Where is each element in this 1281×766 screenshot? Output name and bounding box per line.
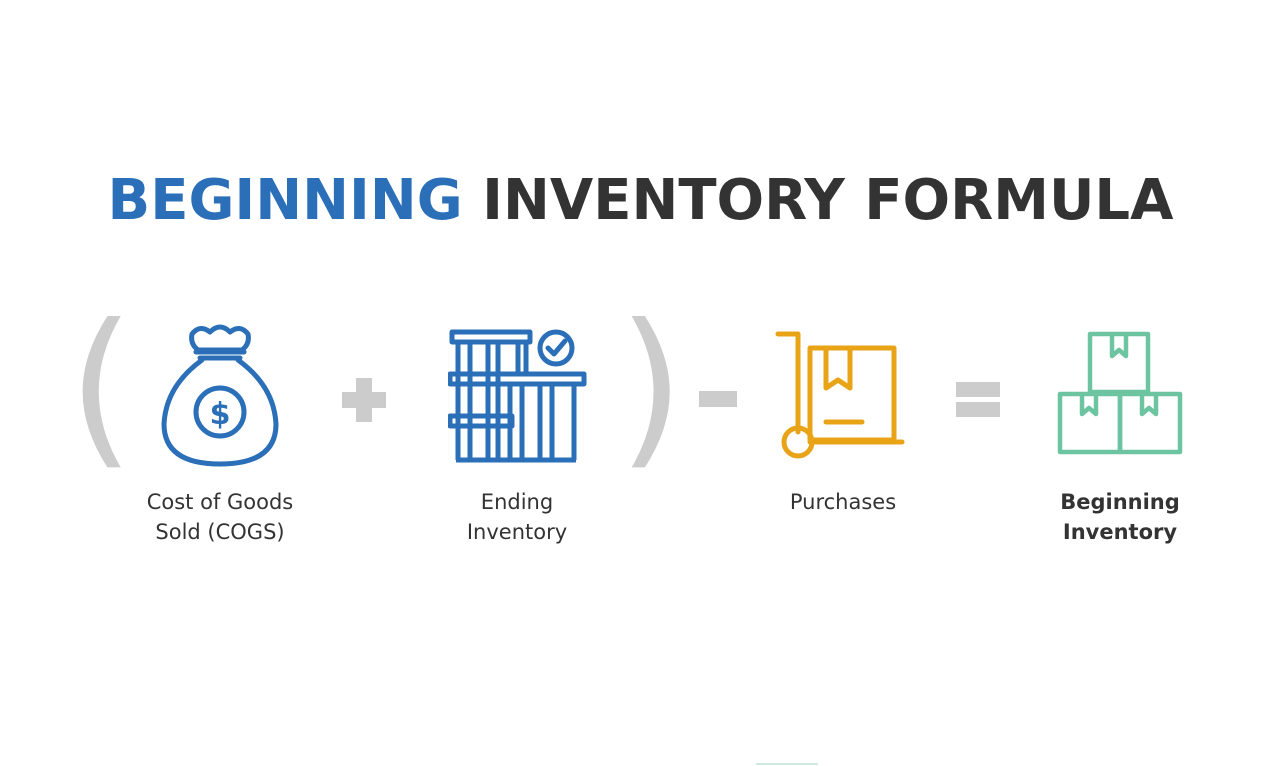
plus-operator-vertical [356,378,372,422]
title-highlight: BEGINNING [107,168,463,233]
cogs-label-line1: Cost of Goods [146,490,294,514]
hand-truck-icon [775,331,905,459]
equals-operator-top [956,382,1000,397]
inventory-shelves-icon [448,329,587,463]
close-parenthesis: ) [618,288,685,486]
money-bag-icon: $ [161,324,279,467]
purchases-label-line1: Purchases [789,490,897,514]
beginning-label-line2: Inventory [1062,520,1178,544]
bottom-divider [756,763,818,765]
ending-inventory-label: Ending Inventory [407,487,627,547]
beginning-inventory-label: Beginning Inventory [1010,487,1230,547]
stacked-boxes-icon [1057,331,1183,455]
purchases-label: Purchases [733,487,953,517]
page-title: BEGINNING INVENTORY FORMULA [0,168,1281,234]
svg-text:$: $ [210,397,231,432]
ending-label-line1: Ending [480,490,554,514]
title-rest: INVENTORY FORMULA [482,168,1174,233]
cogs-label: Cost of Goods Sold (COGS) [110,487,330,547]
cogs-label-line2: Sold (COGS) [155,520,285,544]
equals-operator-bottom [956,402,1000,417]
beginning-label-line1: Beginning [1060,490,1180,514]
open-parenthesis: ( [68,288,135,486]
ending-label-line2: Inventory [466,520,568,544]
minus-operator [699,391,737,407]
